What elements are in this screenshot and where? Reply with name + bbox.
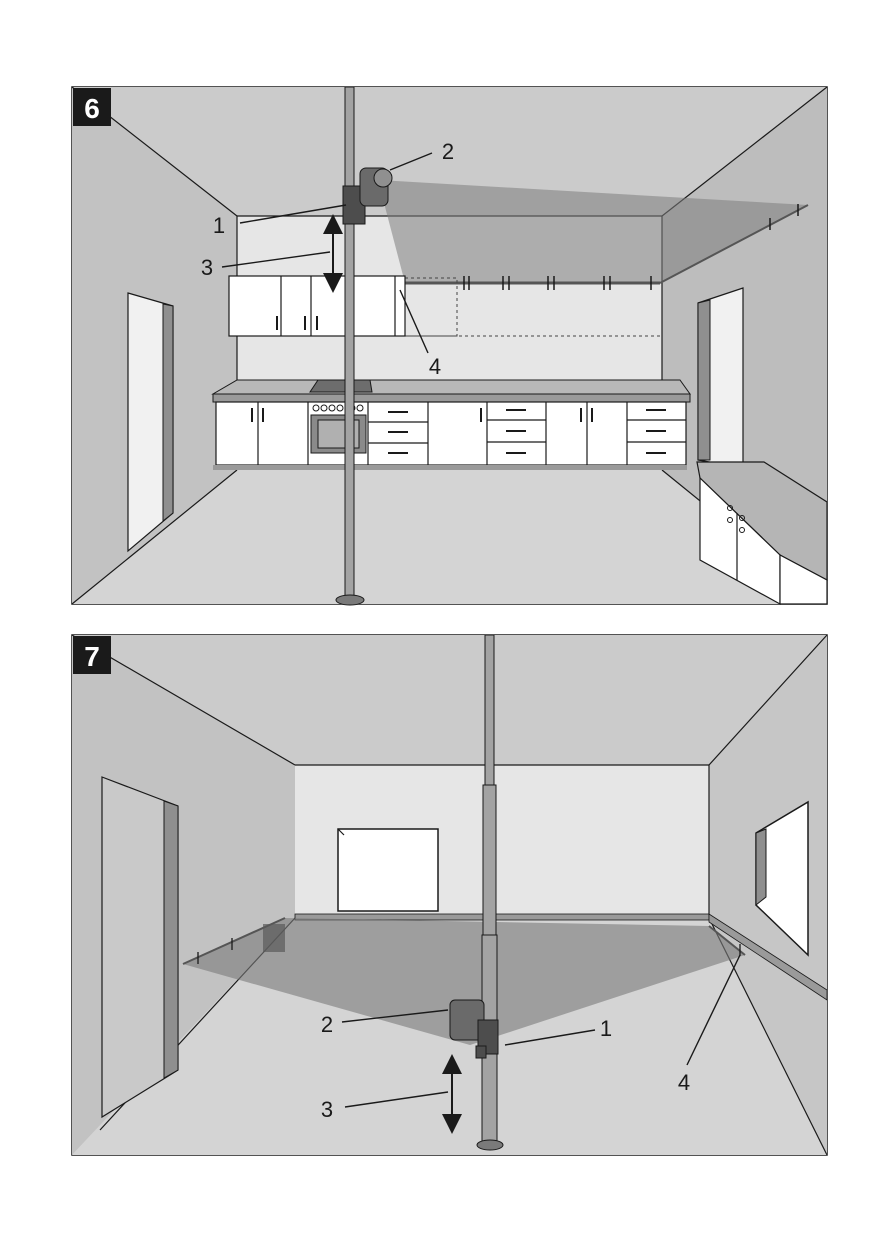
figure-7-room-scene: 7 1 2 3 4 — [72, 635, 827, 1155]
upper-cabinets — [229, 276, 405, 336]
callout-2: 2 — [321, 1012, 333, 1037]
callout-3: 3 — [321, 1097, 333, 1122]
callout-4: 4 — [429, 354, 441, 379]
figure-7-badge-label: 7 — [84, 641, 100, 672]
callout-1: 1 — [600, 1016, 612, 1041]
figure-6-badge-label: 6 — [84, 93, 100, 124]
callout-1: 1 — [213, 213, 225, 238]
callout-4: 4 — [678, 1070, 690, 1095]
base-cabinets — [213, 380, 690, 470]
left-door — [128, 293, 173, 551]
figure-6-kitchen-scene: 6 1 2 3 4 — [72, 87, 827, 605]
callout-3: 3 — [201, 255, 213, 280]
callout-2: 2 — [442, 139, 454, 164]
right-door — [698, 288, 743, 468]
back-window — [338, 829, 438, 911]
left-door — [102, 777, 178, 1117]
laser-level-device-secondary — [263, 924, 285, 952]
